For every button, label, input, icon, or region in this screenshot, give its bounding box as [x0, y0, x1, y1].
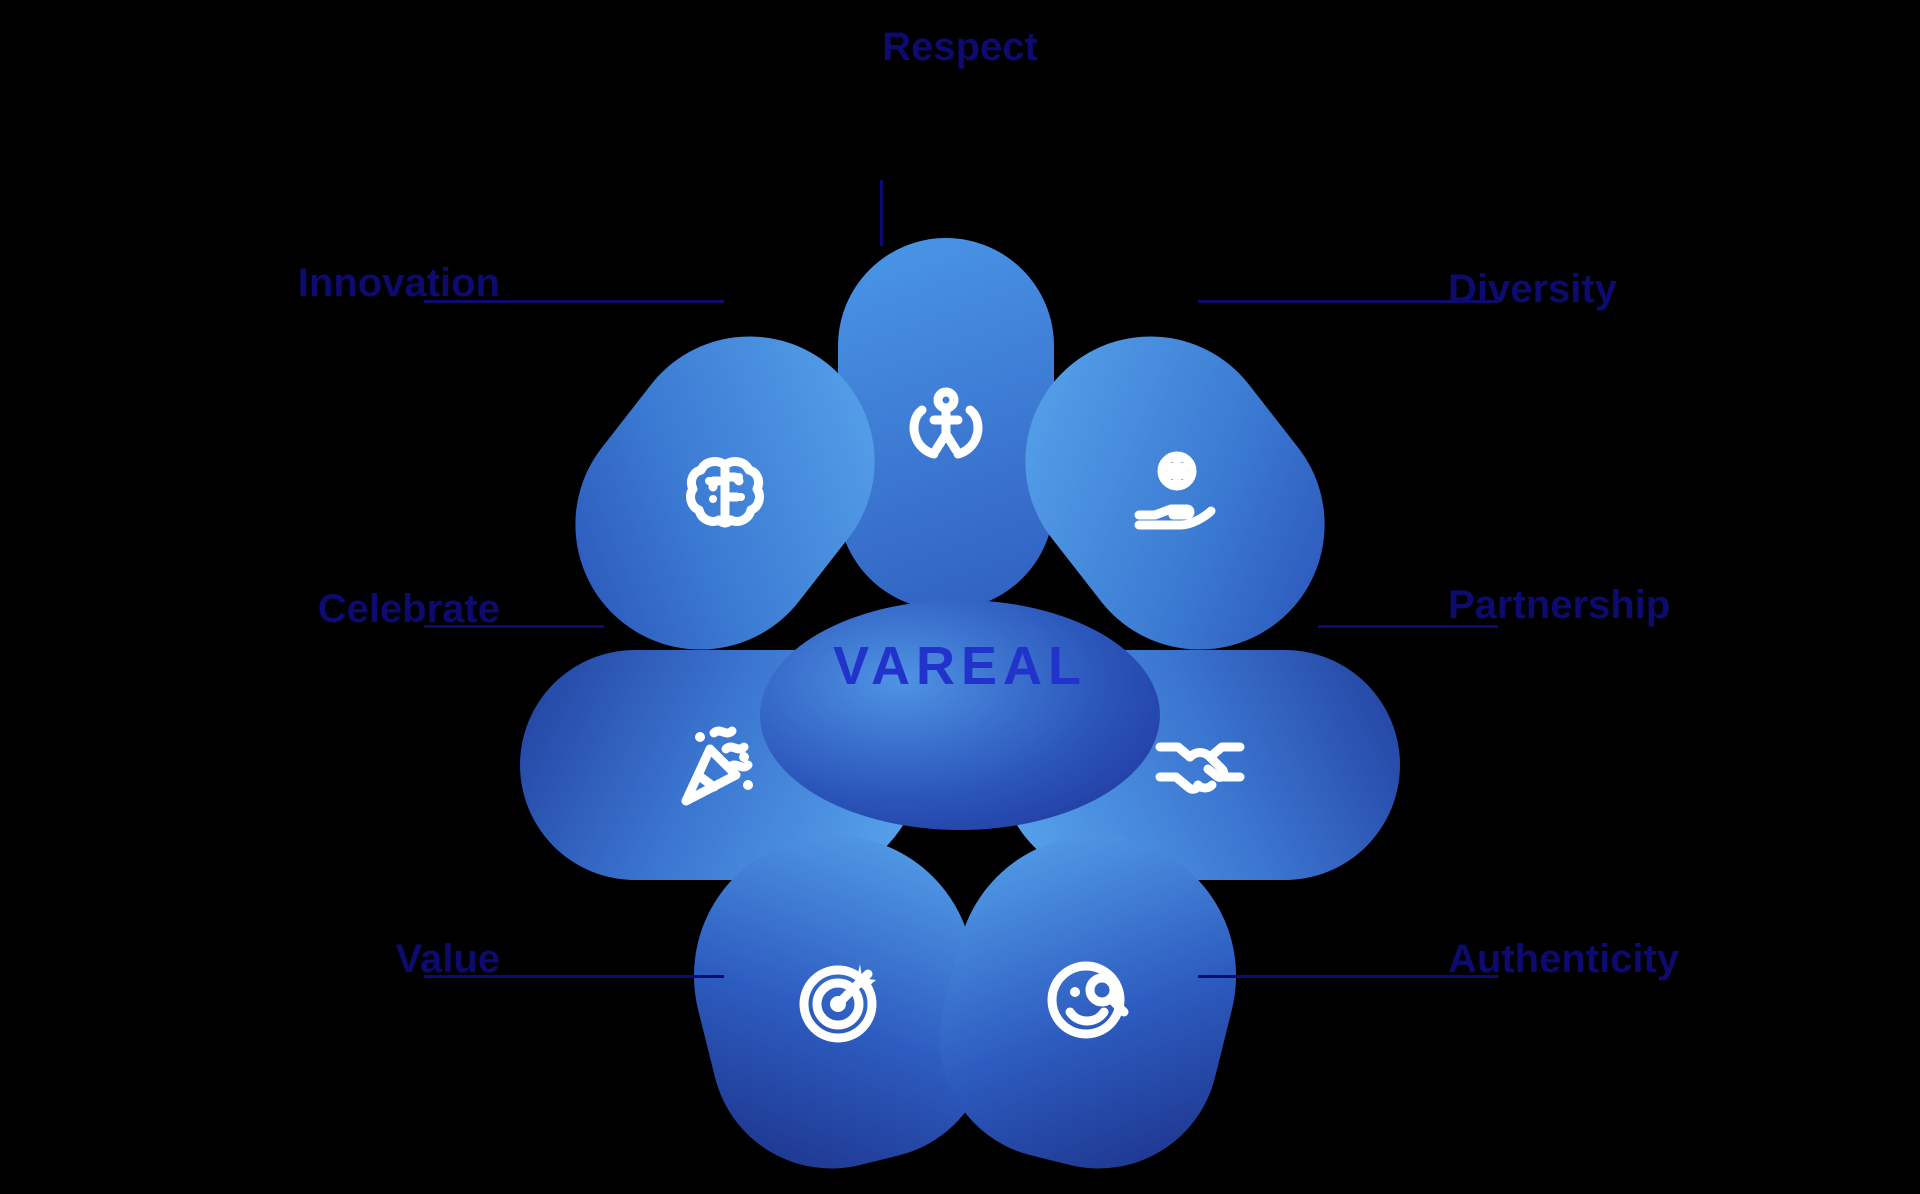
label-respect-desc: We respect each other: [839, 76, 1081, 104]
label-partnership: Partnership Win 3rd party: [1448, 583, 1888, 664]
connector-line-value: [424, 975, 724, 978]
label-authenticity: Authenticity We are honest: [1448, 937, 1888, 1018]
label-partnership-title: Partnership: [1448, 583, 1671, 627]
center-hub: [760, 600, 1160, 830]
label-value: Value: [80, 937, 500, 987]
label-partnership-desc: Win 3rd party: [1448, 634, 1591, 662]
brain-circuit-icon: [665, 433, 785, 553]
connector-line-authenticity: [1198, 975, 1498, 978]
handshake-icon: [1140, 705, 1260, 825]
brand-logo-text: VAREAL: [832, 636, 1087, 696]
diagram-canvas: VAREAL Respect We respect each other Inn…: [80, 25, 1888, 1194]
label-diversity-desc: Support diversity: [1448, 318, 1627, 346]
label-value-title: Value: [395, 937, 500, 981]
label-innovation: Innovation: [80, 261, 500, 311]
connector-line-partnership: [1318, 625, 1498, 628]
petal-value[interactable]: [664, 806, 1016, 1194]
connector-line-celebrate: [424, 625, 604, 628]
label-diversity: Diversity Support diversity: [1448, 267, 1878, 348]
smiley-face-icon: [1030, 940, 1150, 1060]
petal-innovation[interactable]: [524, 286, 926, 700]
party-popper-icon: [660, 705, 780, 825]
label-respect-title: Respect: [882, 25, 1038, 69]
connector-line-diversity: [1198, 300, 1498, 303]
label-innovation-title: Innovation: [297, 261, 500, 305]
hands-holding-person-icon: [886, 364, 1006, 484]
label-authenticity-title: Authenticity: [1448, 937, 1680, 981]
petal-respect[interactable]: [838, 238, 1054, 610]
label-celebrate-title: Celebrate: [317, 587, 500, 631]
connector-line-top: [880, 180, 883, 246]
connector-line-innovation: [424, 300, 724, 303]
label-respect: Respect We respect each other: [660, 25, 1260, 106]
hand-holding-globe-icon: [1115, 433, 1235, 553]
label-authenticity-desc: We are honest: [1448, 988, 1604, 1016]
petal-authenticity[interactable]: [914, 806, 1266, 1194]
label-diversity-title: Diversity: [1448, 267, 1617, 311]
petal-diversity[interactable]: [974, 286, 1376, 700]
target-dart-icon: [780, 940, 900, 1060]
label-celebrate: Celebrate: [80, 587, 500, 637]
